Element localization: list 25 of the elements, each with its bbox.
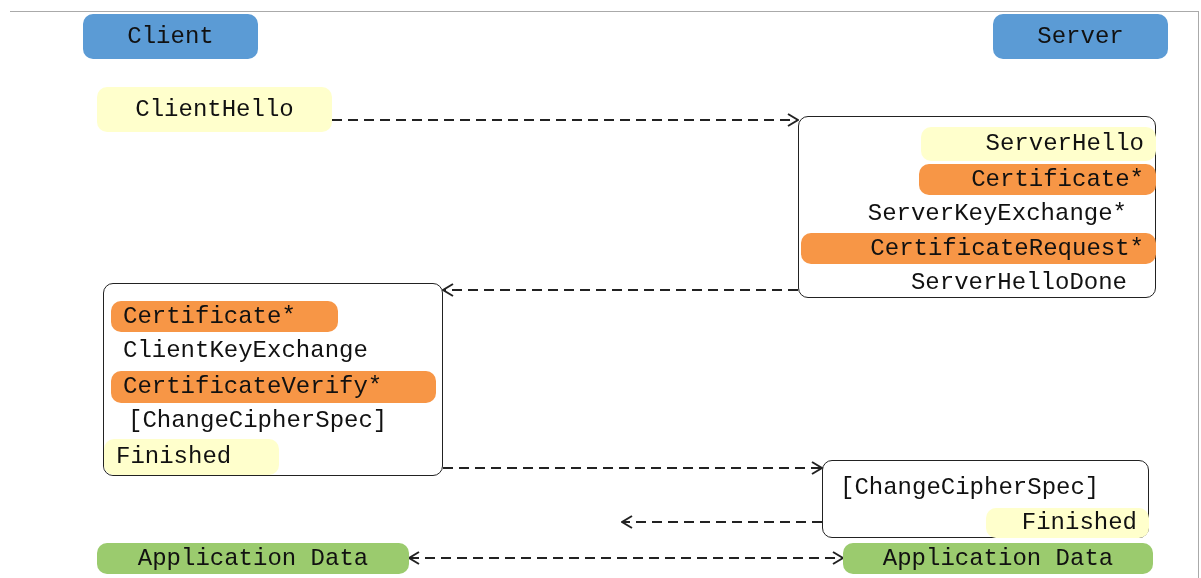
arrow — [442, 283, 799, 297]
message-label: Finished — [986, 508, 1149, 538]
message-label: ServerKeyExchange* — [819, 197, 1139, 231]
message-label: [ChangeCipherSpec] — [828, 471, 1143, 505]
message-label: Certificate* — [111, 301, 338, 332]
message-label: [ChangeCipherSpec] — [116, 404, 436, 438]
arrow — [331, 113, 799, 127]
message-label: Application Data — [97, 543, 409, 574]
message-label: CertificateRequest* — [801, 233, 1156, 264]
message-group-box — [798, 116, 1156, 298]
message-label: ClientHello — [97, 87, 332, 132]
message-label: CertificateVerify* — [111, 371, 436, 403]
message-label: Application Data — [843, 543, 1153, 574]
arrow — [408, 551, 844, 565]
arrow — [442, 461, 823, 475]
message-group-box — [103, 283, 443, 476]
message-group-box — [822, 460, 1149, 538]
message-label: ServerHello — [921, 127, 1156, 161]
message-label: ServerHelloDone — [871, 266, 1139, 300]
role-label: Client — [83, 14, 258, 59]
message-label: Certificate* — [919, 164, 1156, 195]
role-label: Server — [993, 14, 1168, 59]
arrow — [621, 515, 823, 529]
message-label: ClientKeyExchange — [111, 334, 431, 368]
message-label: Finished — [104, 439, 279, 475]
